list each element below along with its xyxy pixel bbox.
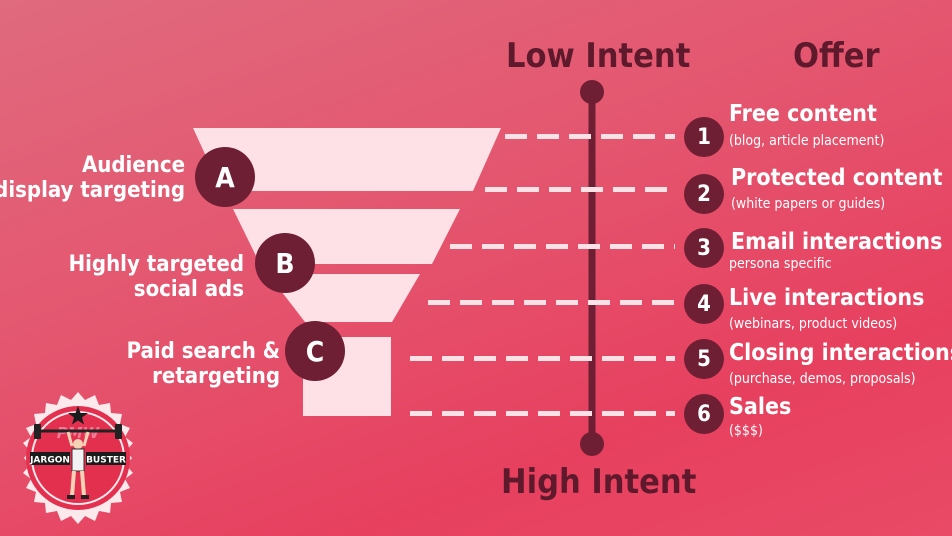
high-intent-label: High Intent [501,462,697,502]
svg-text:BUSTER: BUSTER [86,456,126,466]
offer-circle-5: 5 [684,339,724,379]
offer-circle-2: 2 [684,174,724,214]
offer-subtitle-2: (white papers or guides) [731,196,886,212]
offer-title-6: Sales [729,394,792,420]
offer-title-2: Protected content [731,165,943,191]
connector-2 [485,187,675,192]
offer-subtitle-6: ($$$) [729,423,763,439]
funnel-tier-1 [193,128,501,191]
offer-title-3: Email interactions [731,229,943,255]
funnel-tier-3 [268,274,420,322]
offer-subtitle-5: (purchase, demos, proposals) [729,371,916,387]
offer-circle-3: 3 [684,228,724,268]
offer-subtitle-1: (blog, article placement) [729,133,885,149]
offer-title-1: Free content [729,101,877,127]
connector-4 [428,300,675,305]
connector-6 [410,411,675,416]
axis-top-dot [580,80,604,104]
svg-text:PMW: PMW [57,424,101,442]
offer-title-4: Live interactions [729,285,925,311]
svg-text:JARGON: JARGON [29,456,70,466]
offer-circle-4: 4 [684,284,724,324]
offer-subtitle-3: persona specific [729,256,832,272]
stage-circle-c: C [285,321,345,381]
jargon-buster-badge-logo: PMW JARGON BUSTER [23,392,133,524]
connector-3 [450,244,675,249]
offer-subtitle-4: (webinars, product videos) [729,316,898,332]
offer-circle-6: 6 [684,394,724,434]
connector-1 [505,134,675,139]
stage-label-c: Paid search & retargeting [126,339,280,389]
stage-circle-a: A [195,147,255,207]
stage-label-a: Audience display targeting [0,153,185,203]
offer-circle-1: 1 [684,117,724,157]
offer-title-5: Closing interactions [729,340,952,366]
axis-bottom-dot [580,432,604,456]
stage-circle-b: B [255,233,315,293]
offer-header: Offer [793,36,880,76]
stage-label-b: Highly targeted social ads [68,252,244,302]
connector-5 [410,356,675,361]
low-intent-label: Low Intent [506,36,691,76]
